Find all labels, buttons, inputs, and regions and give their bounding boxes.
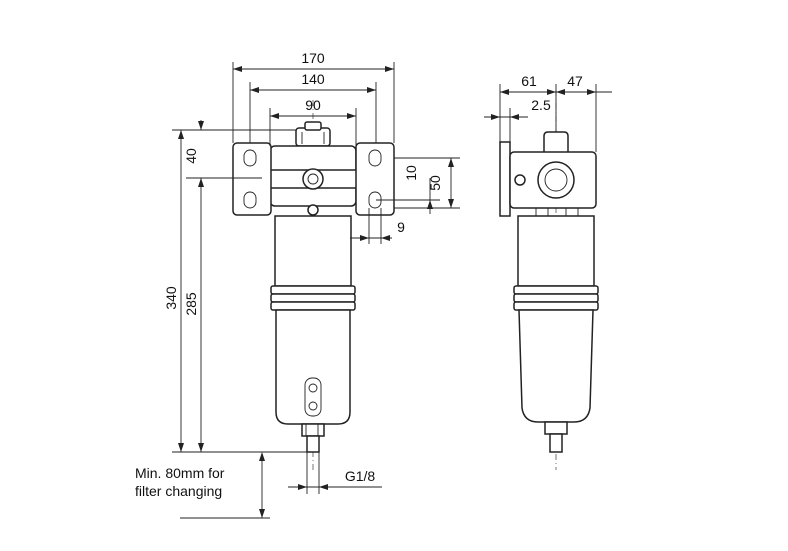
front-view [232,100,395,470]
dim-g18: G1/8 [345,468,376,484]
dim-285: 285 [183,292,199,316]
dim-47: 47 [567,73,583,89]
dim-2-5: 2.5 [531,97,551,113]
dim-90: 90 [305,97,321,113]
dim-61: 61 [521,73,537,89]
side-view [499,90,599,470]
dim-10: 10 [403,165,419,181]
dim-50: 50 [427,175,443,191]
front-dimensions: 170 140 90 340 285 40 [135,50,460,519]
dim-340: 340 [163,286,179,310]
dim-9: 9 [397,219,405,235]
side-dimensions: 61 47 2.5 [484,73,612,152]
dim-40: 40 [183,148,199,164]
note-line-1: Min. 80mm for [135,465,225,481]
dim-140: 140 [301,71,325,87]
dim-170: 170 [301,50,325,66]
note-line-2: filter changing [135,483,222,499]
